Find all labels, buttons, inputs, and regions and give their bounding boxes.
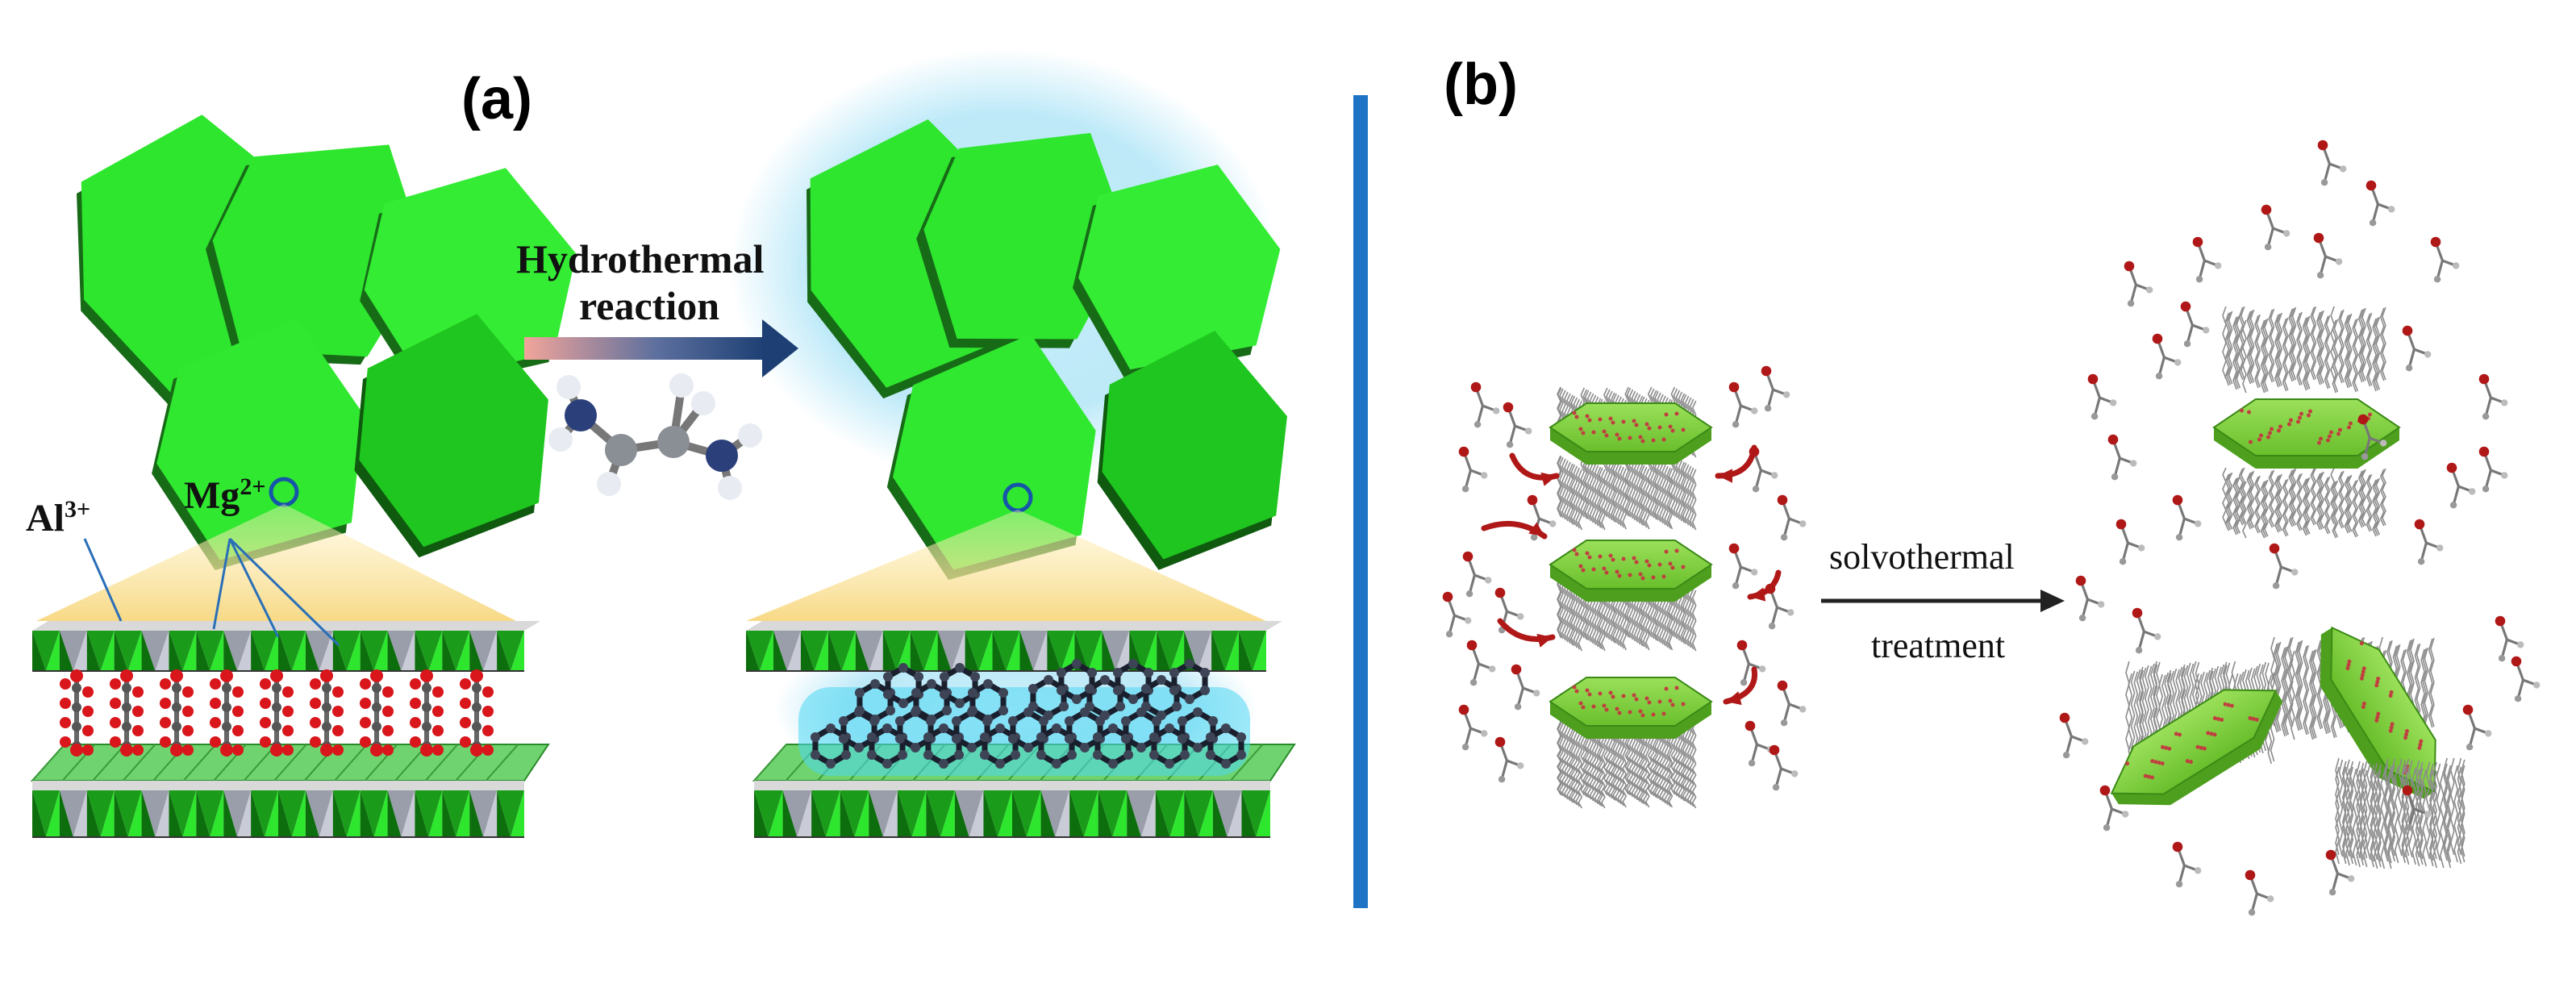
ldh-upper-layer-right [746,621,1282,672]
intercalated-anions [60,669,494,757]
zoom-cone-left [36,504,516,621]
ion-al-symbol: Al [26,497,65,540]
panel-divider [1353,95,1368,908]
ion-mg-symbol: Mg [184,474,240,517]
ion-mg-charge: 2+ [240,473,266,500]
panel-b-label: (b) [1444,52,1518,117]
panel-a-label: (a) [461,67,532,131]
ldh-platelets-right [807,119,1287,580]
arrow-label-reaction: reaction [579,283,720,328]
ldh-lower-layer-left [30,744,550,838]
reaction-arrow [524,319,798,377]
panel-b-art [1442,140,2541,916]
ion-pointer-lines [83,537,340,647]
arrow-label-hydrothermal: Hydrothermal [516,236,765,281]
ion-al-charge: 3+ [65,496,91,523]
carbon-network [798,659,1250,776]
arrow-label-solvothermal: solvothermal [1829,537,2015,577]
ldh-upper-layer-left [32,621,540,672]
solvothermal-arrow [1821,590,2065,612]
ethylenediamine-molecule [548,373,762,500]
zoom-cone-right [746,510,1266,621]
ldh-platelets-left [77,115,577,570]
ion-label-mg: Mg2+ [184,473,265,518]
ion-label-al: Al3+ [26,496,90,540]
arrow-label-treatment: treatment [1871,626,2006,665]
